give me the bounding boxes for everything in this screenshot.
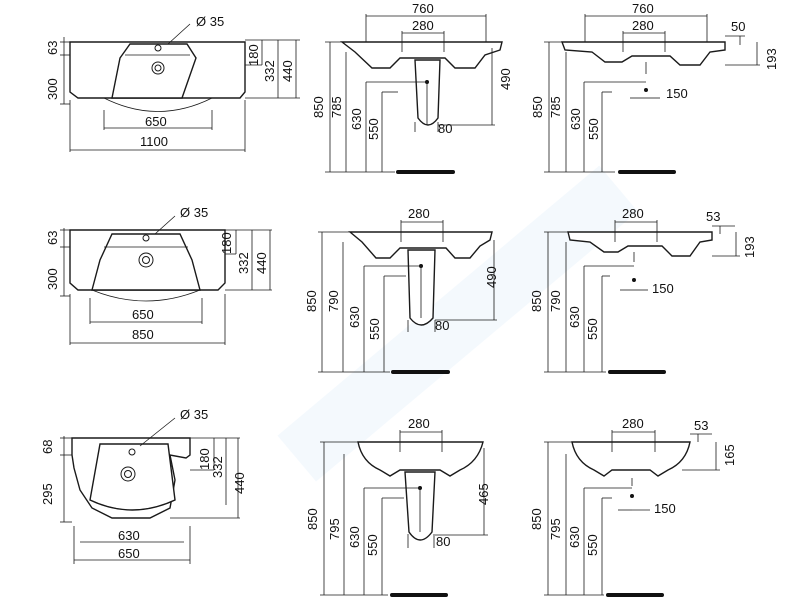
side-w-holes: 280: [622, 206, 644, 221]
top-h1: 63: [45, 231, 60, 245]
top-r440: 440: [232, 472, 247, 494]
top-r440: 440: [254, 252, 269, 274]
top-h2: 300: [45, 78, 60, 100]
front-r-side: 490: [484, 266, 499, 288]
front-view-2: 280 850 790 630 550 490 80: [304, 206, 499, 374]
top-view-1100: Ø 35 63 300 180 332 440 650 1100: [45, 14, 300, 152]
top-view-850: Ø 35 63 300 180 332 440 650 850: [45, 205, 272, 345]
side-r150: 150: [652, 281, 674, 296]
top-hole-label: Ø 35: [180, 205, 208, 220]
side-view-2: 280 53 193 850 790 630 550 150: [529, 206, 757, 374]
top-w-outer: 1100: [140, 134, 168, 149]
side-h850: 850: [530, 96, 545, 118]
row-1: Ø 35 63 300 180 332 440 650 1100: [45, 1, 779, 174]
front-h-rim: 795: [327, 518, 342, 540]
top-h1: 68: [40, 440, 55, 454]
front-h850: 850: [311, 96, 326, 118]
side-d-h: 165: [722, 444, 737, 466]
front-h-rim: 785: [329, 96, 344, 118]
top-w-inner: 650: [145, 114, 167, 129]
side-w-holes: 280: [632, 18, 654, 33]
front-h-rim: 790: [326, 290, 341, 312]
side-h-rim: 790: [548, 290, 563, 312]
row-3: Ø 35 68 295 180 332 440 630 650: [40, 407, 737, 597]
top-r332: 332: [262, 60, 277, 82]
top-hole-label: Ø 35: [180, 407, 208, 422]
front-w-top: 760: [412, 1, 434, 16]
front-h630: 630: [349, 108, 364, 130]
side-h630: 630: [568, 108, 583, 130]
side-w-top: 760: [632, 1, 654, 16]
side-w-holes: 280: [622, 416, 644, 431]
front-r-side: 490: [498, 68, 513, 90]
top-r440: 440: [280, 60, 295, 82]
top-w-inner: 630: [118, 528, 140, 543]
front-view-1: 760 280 850 785 630 550 490 80: [311, 1, 513, 174]
front-w-holes: 280: [408, 206, 430, 221]
front-r-side: 465: [476, 483, 491, 505]
top-r180: 180: [197, 448, 212, 470]
side-d-top: 50: [731, 19, 745, 34]
side-d-top: 53: [694, 418, 708, 433]
top-h2: 300: [45, 268, 60, 290]
front-b80: 80: [435, 318, 449, 333]
front-b80: 80: [438, 121, 452, 136]
side-view-3: 280 53 165 850 795 630 550 150: [529, 416, 737, 597]
row-2: Ø 35 63 300 180 332 440 650 850: [45, 205, 757, 374]
top-r332: 332: [236, 252, 251, 274]
top-w-outer: 850: [132, 327, 154, 342]
front-w-holes: 280: [408, 416, 430, 431]
side-r150: 150: [654, 501, 676, 516]
side-h630: 630: [567, 306, 582, 328]
front-h550: 550: [366, 118, 381, 140]
side-h850: 850: [529, 508, 544, 530]
top-r332: 332: [210, 456, 225, 478]
top-r180: 180: [246, 44, 261, 66]
side-h-rim: 795: [548, 518, 563, 540]
top-h1: 63: [45, 41, 60, 55]
top-w-inner: 650: [132, 307, 154, 322]
side-d-top: 53: [706, 209, 720, 224]
side-h550: 550: [586, 118, 601, 140]
side-view-1: 760 280 50 193 850 785 630 550 150: [530, 1, 779, 174]
front-h630: 630: [347, 526, 362, 548]
side-h550: 550: [585, 318, 600, 340]
front-b80: 80: [436, 534, 450, 549]
side-r150: 150: [666, 86, 688, 101]
front-view-3: 280 850 795 630 550 465 80: [305, 416, 491, 597]
top-r180: 180: [219, 232, 234, 254]
front-h550: 550: [365, 534, 380, 556]
top-h2: 295: [40, 483, 55, 505]
front-h850: 850: [305, 508, 320, 530]
top-hole-label: Ø 35: [196, 14, 224, 29]
side-h630: 630: [567, 526, 582, 548]
front-h630: 630: [347, 306, 362, 328]
front-h550: 550: [367, 318, 382, 340]
side-h550: 550: [585, 534, 600, 556]
top-view-650: Ø 35 68 295 180 332 440 630 650: [40, 407, 247, 564]
front-h850: 850: [304, 290, 319, 312]
side-d-h: 193: [764, 48, 779, 70]
side-h850: 850: [529, 290, 544, 312]
top-w-outer: 650: [118, 546, 140, 561]
side-d-h: 193: [742, 236, 757, 258]
side-h-rim: 785: [548, 96, 563, 118]
front-w-holes: 280: [412, 18, 434, 33]
